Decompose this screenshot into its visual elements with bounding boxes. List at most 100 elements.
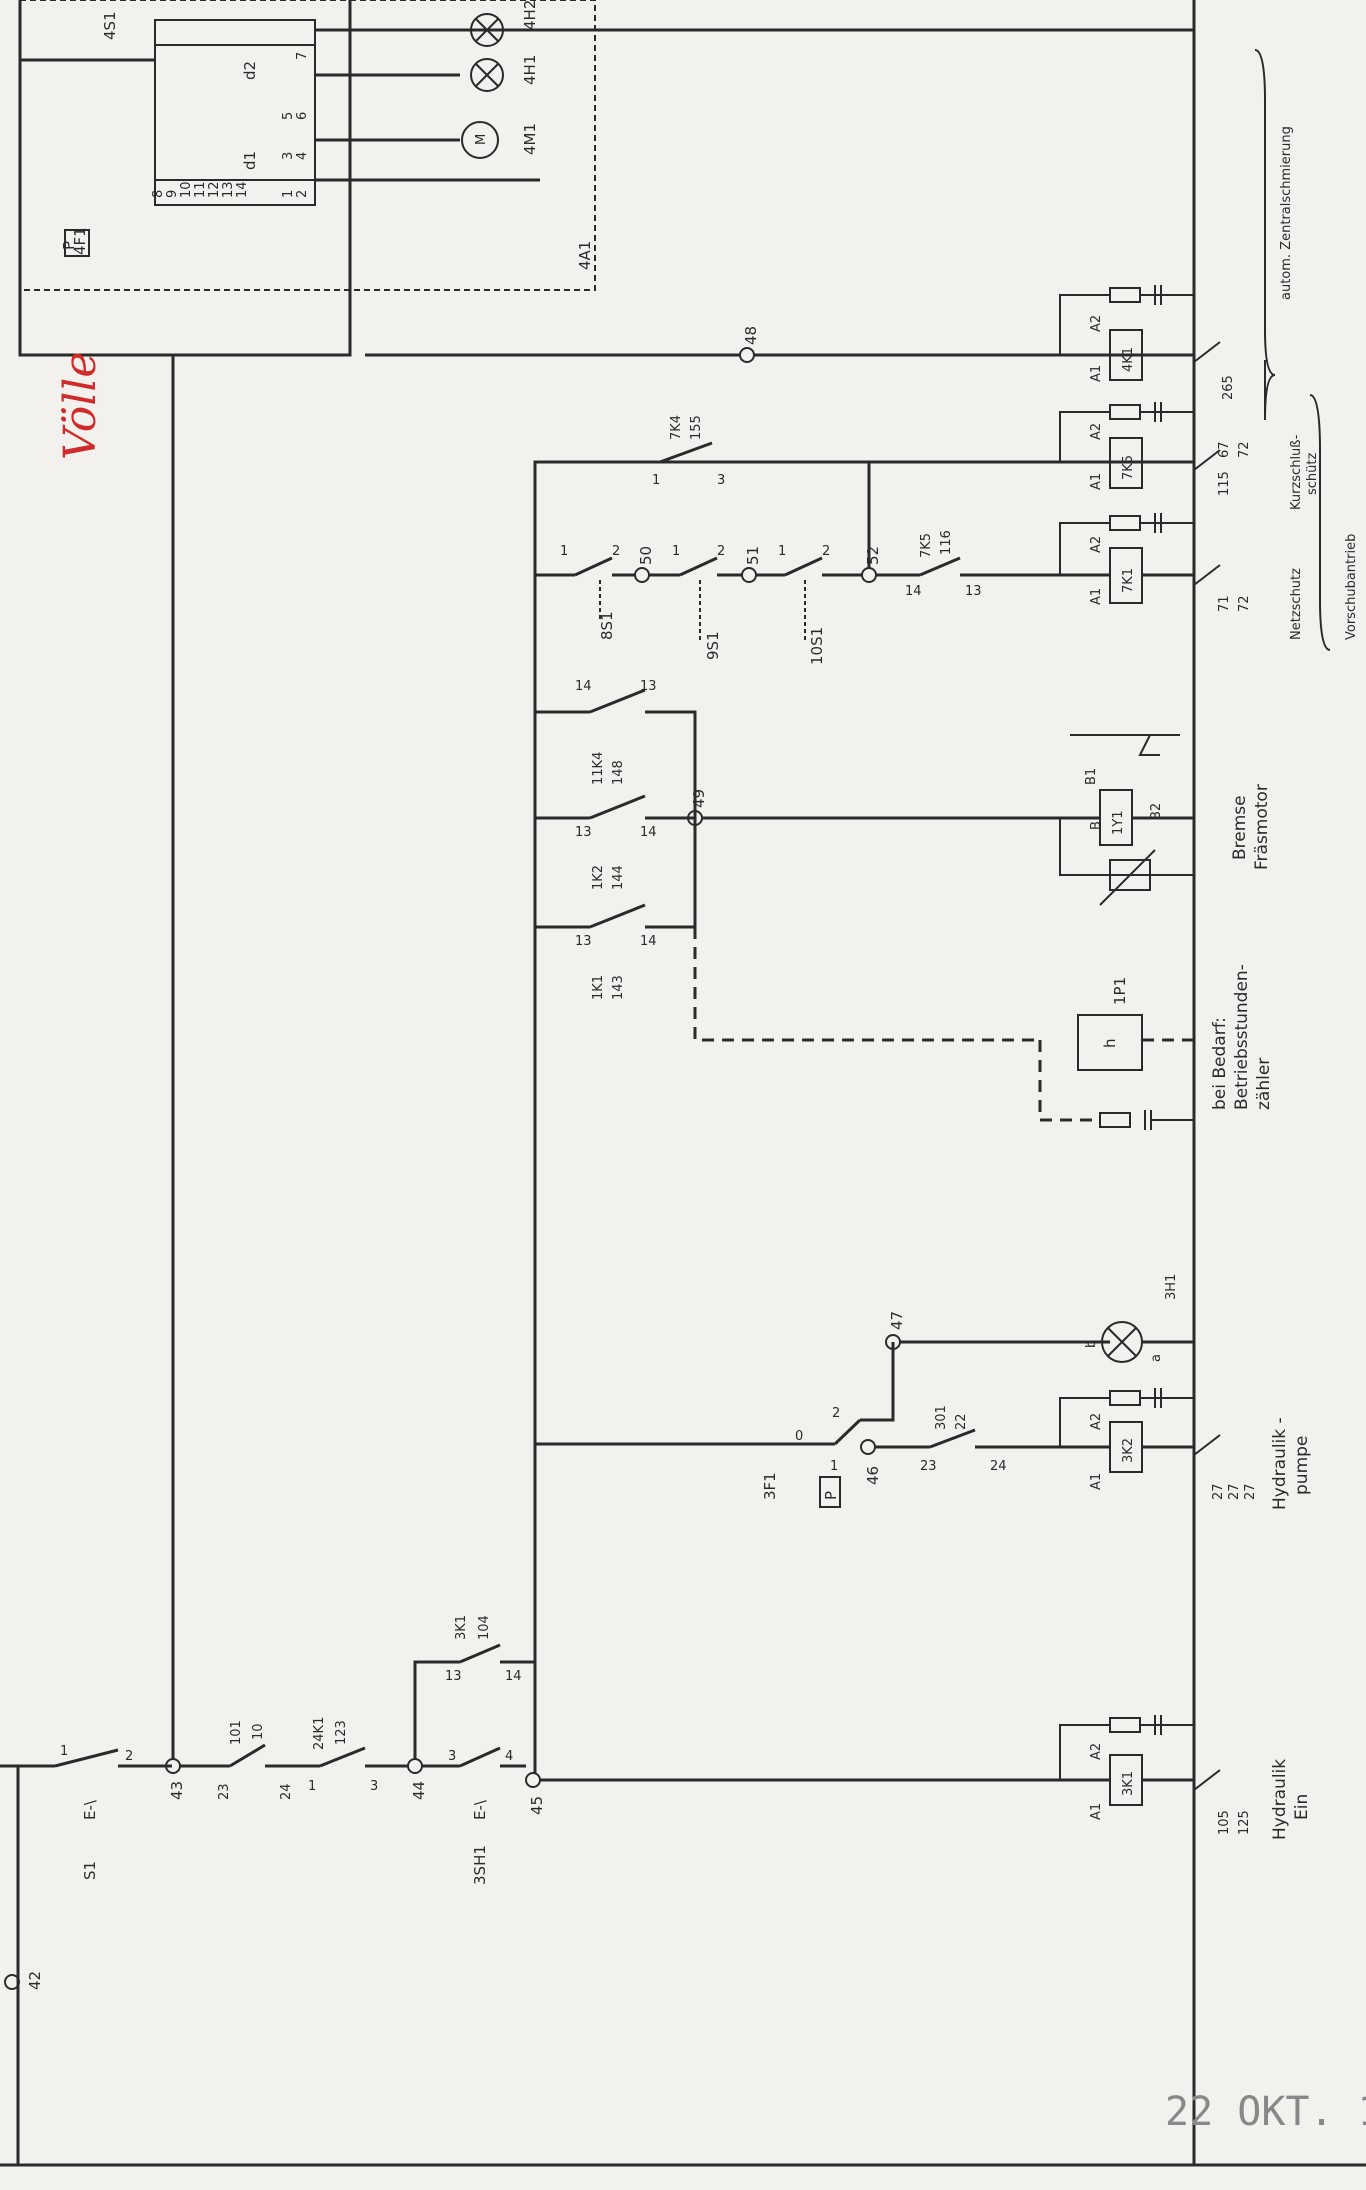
lamp-cross2 xyxy=(1107,1327,1137,1357)
node-45 xyxy=(525,1772,541,1788)
node-50 xyxy=(634,567,650,583)
label-coil-3k1: 3K1 xyxy=(1121,1771,1136,1796)
node-48 xyxy=(739,347,755,363)
rc-7k1-r xyxy=(1109,515,1141,531)
xref-hyd-ein-1: 105 xyxy=(1217,1810,1232,1835)
rc-7k5-r xyxy=(1109,404,1141,420)
terminal-2: 2 xyxy=(295,190,310,198)
label-1k1: 1K1 xyxy=(591,975,606,1000)
rc-7k1-wire xyxy=(1059,522,1110,575)
terminal-10: 10 xyxy=(179,181,194,198)
label-hydraulik-pumpe-1: Hydraulik - xyxy=(1270,1417,1290,1510)
brake-wire xyxy=(1059,818,1194,876)
wire-3f1-47 xyxy=(860,1342,895,1422)
node-44 xyxy=(407,1758,423,1774)
lamp-4h2-x2 xyxy=(475,18,499,42)
pin-11k4-14: 14 xyxy=(575,679,592,694)
label-4s1: 4S1 xyxy=(101,11,119,40)
label-p-4f1: P xyxy=(60,241,78,250)
xref-hyd-ein-2: 125 xyxy=(1237,1810,1252,1835)
label-4m1: 4M1 xyxy=(521,123,539,155)
label-a1-7k5: A1 xyxy=(1089,473,1104,490)
component-labels: S1 E-\ 3SH1 E-\ 101 10 24K1 123 3K1 104 … xyxy=(60,0,1179,1885)
pin-101-24: 24 xyxy=(279,1783,294,1800)
pin-8s1-2: 2 xyxy=(612,544,620,559)
motor-4m1 xyxy=(461,121,499,159)
pin-101-23: 23 xyxy=(217,1783,232,1800)
terminal-14: 14 xyxy=(235,181,250,198)
unit-4a1-box xyxy=(19,0,596,291)
label-bremse-2: Fräsmotor xyxy=(1252,784,1272,870)
contact-3sh1 xyxy=(459,1746,501,1768)
pin-7k5-14: 14 xyxy=(905,584,922,599)
xref-netz-2: 72 xyxy=(1237,595,1252,612)
label-motor-m: M xyxy=(474,134,489,145)
label-3k1-contact: 3K1 xyxy=(454,1615,469,1640)
terminal-5: 5 xyxy=(281,112,296,120)
label-vorschubantrieb: Vorschubantrieb xyxy=(1344,534,1359,640)
contact-7k4 xyxy=(659,441,713,464)
node-42 xyxy=(4,1974,20,1990)
label-hydraulik-pumpe-2: pumpe xyxy=(1292,1436,1312,1495)
xref-pumpe-2: 27 xyxy=(1227,1483,1242,1500)
contact-3f1 xyxy=(833,1418,862,1446)
pin-301-23: 23 xyxy=(920,1459,937,1474)
terminal-11: 11 xyxy=(193,181,208,198)
contact-301 xyxy=(929,1428,976,1449)
label-node-44: 44 xyxy=(410,1781,428,1800)
pin-8s1-1: 1 xyxy=(560,544,568,559)
label-11k4b: 148 xyxy=(611,760,626,785)
node-46 xyxy=(860,1439,876,1455)
rc-4k1-wire xyxy=(1059,294,1110,355)
pin-1k1-14: 14 xyxy=(640,934,657,949)
counter-1p1 xyxy=(1077,1014,1143,1071)
contact-101 xyxy=(229,1743,266,1768)
label-s1: S1 xyxy=(81,1861,99,1880)
terminal-1: 1 xyxy=(281,190,296,198)
pin-s1-2: 2 xyxy=(125,1749,133,1764)
pressure-3f1 xyxy=(819,1476,841,1508)
xref-zentral: 265 xyxy=(1221,375,1236,400)
label-b2: B2 xyxy=(1149,803,1164,820)
label-a2-7k1: A2 xyxy=(1089,536,1104,553)
label-1p1: 1P1 xyxy=(1111,977,1129,1005)
label-9s1: 9S1 xyxy=(704,631,722,660)
pin-s1-1: 1 xyxy=(60,1744,68,1759)
pin-11k4-13: 13 xyxy=(640,679,657,694)
coil-4k1 xyxy=(1109,329,1143,381)
label-11k4: 11K4 xyxy=(591,752,606,785)
rc-7k5-wire xyxy=(1059,411,1110,462)
wire-11k4-out xyxy=(645,710,697,927)
label-4a1: 4A1 xyxy=(576,241,594,270)
label-node-42: 42 xyxy=(26,1971,44,1990)
label-kurzschluss-1: Kurzschluß- xyxy=(1289,434,1304,510)
label-3sh1-type: E-\ xyxy=(471,1799,489,1820)
terminal-6: 6 xyxy=(295,112,310,120)
label-node-43: 43 xyxy=(168,1781,186,1800)
label-node-46: 46 xyxy=(864,1466,882,1485)
wire-42 xyxy=(0,1764,20,2165)
brake-mech xyxy=(1138,734,1160,756)
contact-9s1 xyxy=(679,556,718,577)
wire-3k1-hold xyxy=(413,1660,460,1759)
contact-3k1 xyxy=(459,1643,501,1664)
label-a1-3k2: A1 xyxy=(1089,1473,1104,1490)
terminal-4: 4 xyxy=(295,152,310,160)
counter-rc-wire xyxy=(1038,1040,1100,1122)
label-hydraulik-ein-1: Hydraulik xyxy=(1270,1759,1290,1840)
xref-pumpe-3: 27 xyxy=(1243,1483,1258,1500)
rc-3k2-resistor xyxy=(1109,1390,1141,1406)
pin-7k4-3: 3 xyxy=(717,473,725,488)
label-4h1: 4H1 xyxy=(521,55,539,85)
label-a2-3k2: A2 xyxy=(1089,1413,1104,1430)
label-node-49: 49 xyxy=(690,789,708,808)
label-kurzschluss-2: schütz xyxy=(1305,453,1320,495)
pin-7k4-1: 1 xyxy=(652,473,660,488)
rc-3k1-wire xyxy=(1059,1724,1110,1780)
pin-1k2-14: 14 xyxy=(640,825,657,840)
label-p-3f1: P xyxy=(822,1491,840,1500)
label-a1-4k1: A1 xyxy=(1089,365,1104,382)
label-lamp-a: a xyxy=(1149,1354,1164,1362)
wire-45-up xyxy=(533,460,1180,1773)
